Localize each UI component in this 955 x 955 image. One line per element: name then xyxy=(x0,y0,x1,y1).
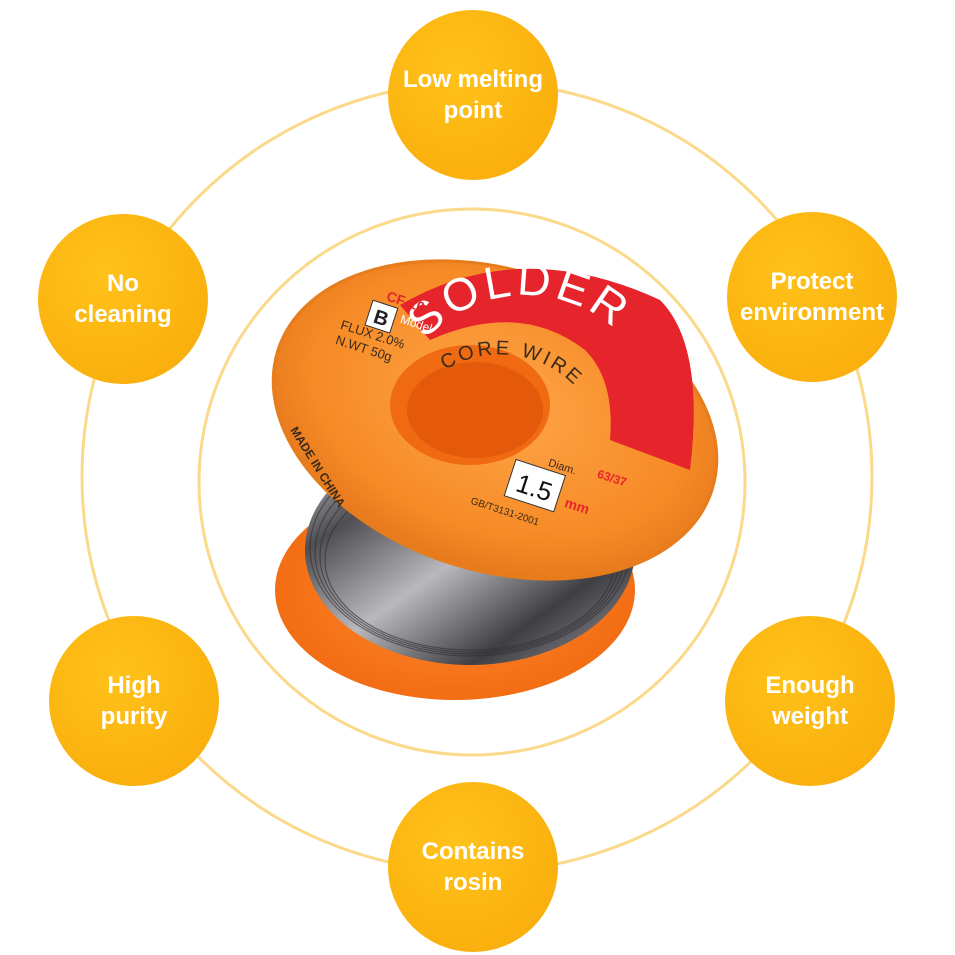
spool-model-value: B xyxy=(371,306,392,331)
spool-diam-unit: mm xyxy=(563,494,592,517)
feature-protect-environment: Protect environment xyxy=(727,212,897,382)
feature-contains-rosin: Contains rosin xyxy=(388,782,558,952)
inner-ring xyxy=(197,207,747,757)
red-label xyxy=(400,268,694,470)
feature-label: No cleaning xyxy=(74,270,172,328)
feature-no-cleaning: No cleaning xyxy=(38,214,208,384)
feature-low-melting-point: Low melting point xyxy=(388,10,558,180)
feature-label: Contains rosin xyxy=(421,838,525,896)
feature-enough-weight: Enough weight xyxy=(725,616,895,786)
feature-high-purity: High purity xyxy=(49,616,219,786)
feature-label: Protect environment xyxy=(739,268,885,326)
feature-label: High purity xyxy=(100,672,168,730)
feature-label: Enough weight xyxy=(765,672,855,730)
feature-label: Low melting point xyxy=(403,66,543,124)
